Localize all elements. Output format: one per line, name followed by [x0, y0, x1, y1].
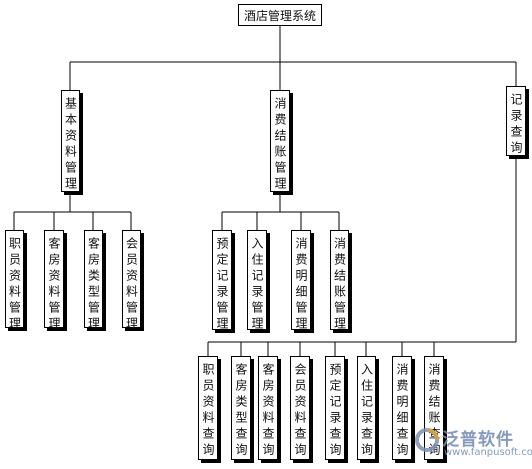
node-label: 客房资料查询 [261, 363, 275, 459]
node-member-data-management: 会员资料管理 [122, 230, 141, 333]
node-label: 客房类型管理 [86, 237, 101, 333]
node-checkout-query: 消费结账查询 [424, 356, 444, 460]
node-label: 会员资料查询 [293, 363, 307, 459]
node-label: 客房类型查询 [234, 363, 248, 459]
watermark-url: www.fanpusoft.com [444, 447, 532, 458]
node-label: 记录查询 [509, 93, 523, 157]
node-staff-query: 职员资料查询 [198, 356, 218, 460]
node-label: 基本资料管理 [63, 97, 78, 193]
watermark-name: 泛普软件 [442, 430, 514, 450]
node-consumption-detail-query: 消费明细查询 [392, 356, 412, 460]
node-room-type-query: 客房类型查询 [231, 356, 251, 460]
node-room-data-management: 客房资料管理 [44, 230, 64, 333]
fanpu-logo-icon [415, 428, 439, 452]
node-checkout-management: 消费结账管理 [330, 230, 349, 333]
root-node: 酒店管理系统 [238, 4, 322, 26]
node-label: 消费明细管理 [294, 237, 308, 333]
node-label: 消费明细查询 [395, 363, 409, 459]
node-label: 会员资料管理 [124, 237, 139, 333]
node-billing-management: 消费结账管理 [270, 90, 290, 193]
node-label: 预定记录查询 [328, 363, 342, 459]
node-room-data-query: 客房资料查询 [258, 356, 278, 460]
watermark: 泛普软件 www.fanpusoft.com [414, 425, 532, 465]
root-label: 酒店管理系统 [243, 8, 316, 23]
node-checkin-query: 入住记录查询 [357, 356, 376, 460]
node-label: 入住记录查询 [359, 363, 374, 459]
node-label: 预定记录管理 [215, 237, 229, 333]
node-label: 消费结账管理 [332, 237, 347, 333]
node-checkin-management: 入住记录管理 [247, 230, 267, 333]
node-label: 职员资料查询 [201, 363, 215, 459]
node-label: 消费结账管理 [273, 97, 287, 193]
node-label: 职员资料管理 [7, 237, 22, 333]
node-staff-data-management: 职员资料管理 [5, 230, 24, 333]
node-label: 客房资料管理 [47, 237, 61, 333]
node-member-query: 会员资料查询 [290, 356, 310, 460]
node-basic-data-management: 基本资料管理 [61, 90, 80, 193]
node-record-query: 记录查询 [506, 86, 526, 157]
node-room-type-management: 客房类型管理 [84, 230, 103, 333]
node-reservation-query: 预定记录查询 [325, 356, 345, 460]
node-consumption-detail-management: 消费明细管理 [291, 230, 311, 333]
node-label: 入住记录管理 [250, 237, 264, 333]
node-reservation-management: 预定记录管理 [212, 230, 232, 333]
